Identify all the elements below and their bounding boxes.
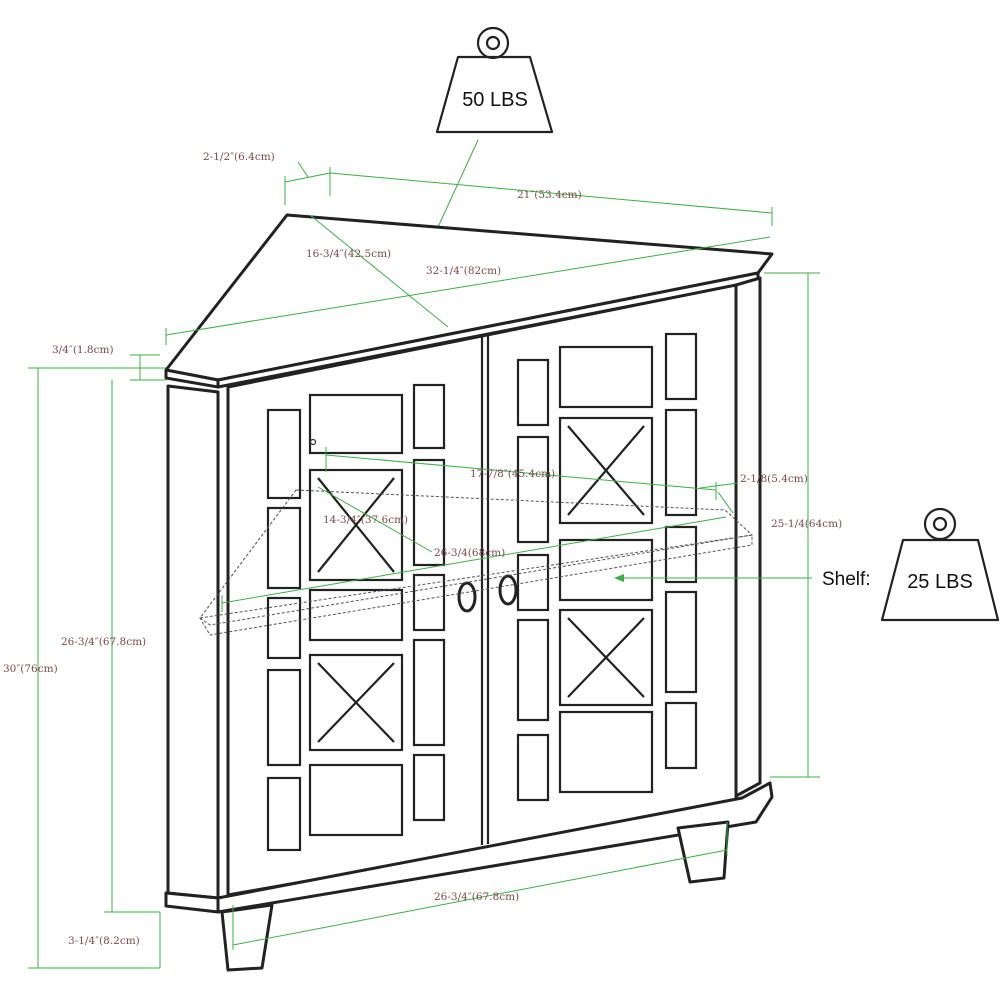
top-side-label: 21″(53.4cm): [517, 189, 582, 201]
top-weight-icon: 50 LBS: [435, 26, 554, 134]
shelf-label: Shelf:: [822, 569, 871, 590]
top-overhang-label: 2-1/2″(6.4cm): [203, 151, 275, 163]
shelf-weight-label: 25 LBS: [907, 571, 973, 593]
top-thickness-label: 3/4″(1.8cm): [52, 344, 114, 356]
shelf-outline: [199, 489, 754, 636]
shelf-edge-label: 2-1/8(5.4cm): [740, 473, 808, 485]
shelf-front-label: 26-3/4(68cm): [434, 547, 505, 559]
top-weight-label: 50 LBS: [462, 89, 528, 111]
top-front-width-label: 32-1/4″(82cm): [426, 265, 501, 277]
leg-height-label: 3-1/4″(8.2cm): [68, 935, 140, 947]
shelf-weight-icon: 25 LBS: [880, 507, 1000, 622]
total-height-label: 30″(76cm): [3, 663, 58, 675]
shelf-side-label: 17-7/8″(45.4cm): [470, 468, 555, 480]
shelf-depth-label: 14-3/4″(37.6cm): [323, 514, 408, 526]
door-knobs: [457, 574, 518, 613]
cabinet-top: [164, 213, 774, 389]
body-height-label: 26-3/4″(67.8cm): [61, 636, 146, 648]
dimension-lines: [28, 161, 820, 969]
dimension-labels: 2-1/2″(6.4cm) 21″(53.4cm) 16-3/4″(42.5cm…: [3, 151, 842, 947]
base-width-label: 26-3/4″(67.8cm): [434, 891, 519, 903]
top-depth-label: 16-3/4″(42.5cm): [306, 248, 391, 260]
side-panel-height-label: 25-1/4(64cm): [771, 518, 842, 530]
cabinet-legs: [220, 820, 730, 972]
left-door-panes: [266, 383, 446, 852]
